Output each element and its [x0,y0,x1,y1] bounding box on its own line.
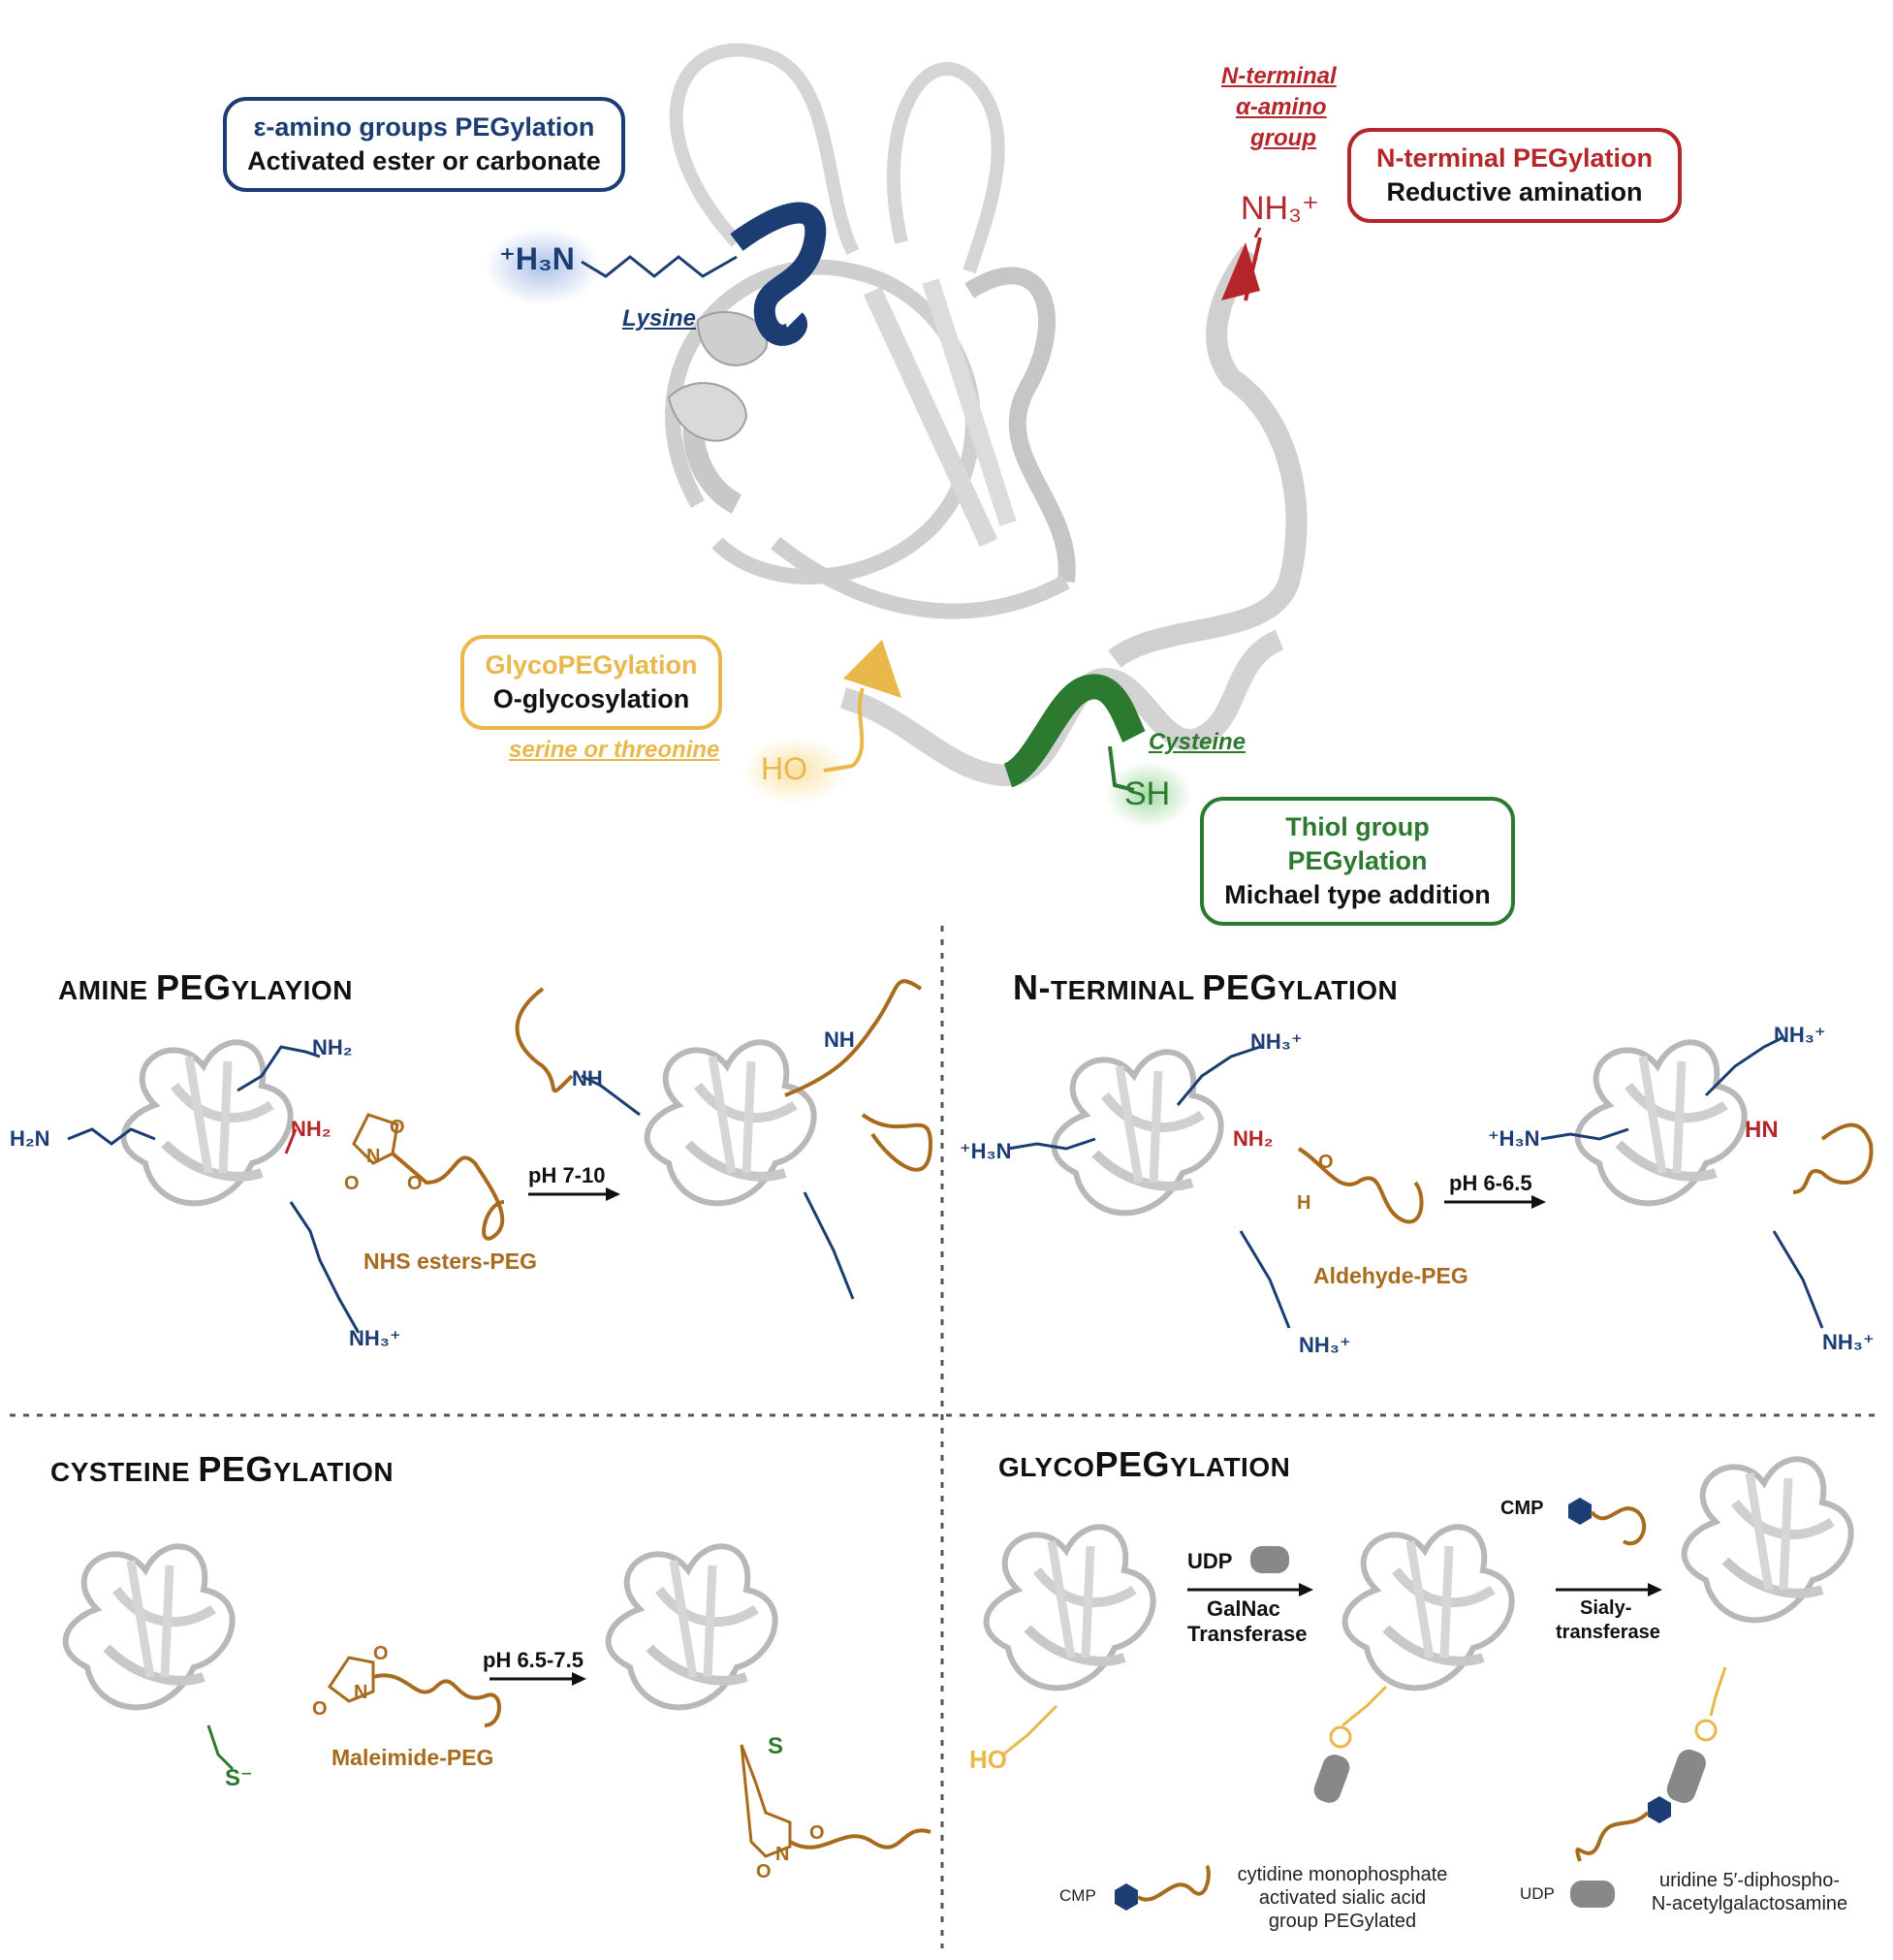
nterm-group-h: ⁺H₃N [1488,1126,1540,1151]
nterm-group-c: NH₂ [1233,1126,1274,1151]
cys-group-c: N [354,1682,368,1703]
nterm-group-b: ⁺H₃N [960,1139,1012,1163]
nterm-reagent: Aldehyde-PEG [1313,1263,1468,1288]
nterm-title: N-TERMINAL PEGYLATION [1013,967,1399,1007]
glyco-title: GLYCOPEGYLATION [998,1444,1291,1484]
nterm-group-j: NH₃⁺ [1822,1330,1875,1354]
amine-reagent: NHS esters-PEG [363,1249,537,1274]
panel-glyco-art [987,1459,1851,1911]
amine-group-i: N [366,1146,381,1167]
amine-group-g: O [390,1117,405,1138]
cmp-hexagon-icon [1115,1883,1138,1911]
cys-group-h: O [756,1861,772,1882]
amine-group-c: NH₂ [291,1117,331,1141]
cys-group-f: N [775,1844,790,1865]
nterm-condition: pH 6-6.5 [1449,1171,1532,1195]
cys-title: CYSTEINE PEGYLATION [50,1449,394,1489]
amine-group-a: NH₂ [312,1035,353,1059]
legend-udp-text: uridine 5′-diphospho- N-acetylgalactosam… [1651,1870,1848,1914]
nterm-group-f: O [1318,1152,1334,1173]
amine-group-d: NH₃⁺ [349,1326,401,1350]
amine-group-f: NH [824,1027,855,1052]
nterm-group-a: NH₃⁺ [1250,1029,1303,1054]
cys-group-d: O [373,1643,389,1664]
nterm-label-1: N-terminal [1221,63,1337,89]
amine-group-h: O [344,1173,360,1194]
nterm-box: N-terminal PEGylation Reductive aminatio… [1347,128,1682,224]
glyco-step2-enzyme-2: transferase [1556,1622,1660,1643]
glyco-group-a: HO [969,1745,1007,1774]
nterm-group-d: NH₃⁺ [1299,1333,1351,1357]
cys-box: Thiol group PEGylation Michael type addi… [1200,797,1515,927]
glyco-box: GlycoPEGylation O-glycosylation [460,635,722,731]
amine-title: AMINE PEGYLAYION [58,967,353,1007]
cys-group: SH [1124,775,1171,812]
legend-udp-label: UDP [1520,1884,1555,1903]
protein-ribbon-main [665,43,1308,788]
cys-label: Cysteine [1149,729,1246,755]
legend-cmp-label: CMP [1059,1886,1096,1905]
panel-cys-art [66,1546,931,1858]
nterm-label-3: group [1250,125,1316,151]
cys-group-a: S⁻ [225,1765,253,1791]
lysine-box: ε-amino groups PEGylation Activated este… [223,97,625,193]
udp-shape-icon [1570,1881,1615,1908]
glyco-step1-reagent: UDP [1187,1549,1233,1573]
glyco-step2-enzyme-1: Sialy- [1580,1597,1632,1619]
legend-cmp-text: cytidine monophosphate activated sialic … [1237,1864,1448,1932]
amine-group-e: NH [572,1066,603,1091]
glyco-label: serine or threonine [509,737,720,763]
glyco-step2-reagent: CMP [1500,1498,1544,1519]
panel-amine-art [67,979,933,1334]
cys-reagent: Maleimide-PEG [331,1745,494,1770]
cys-group-e: O [312,1698,328,1720]
nterm-label-2: α-amino [1236,94,1327,120]
nterm-group: NH₃⁺ [1241,190,1319,227]
amine-group-j: O [407,1173,423,1194]
glyco-group: HO [761,751,807,786]
nterm-group-i: HN [1745,1117,1779,1143]
glyco-step1-enzyme-2: Transferase [1187,1622,1308,1646]
nterm-group-g: NH₃⁺ [1774,1023,1826,1047]
amine-group-b: H₂N [10,1126,50,1151]
cys-group-g: O [809,1822,825,1844]
amine-condition: pH 7-10 [528,1163,606,1187]
cys-condition: pH 6.5-7.5 [483,1648,584,1672]
cys-group-b: S [768,1733,784,1759]
lysine-group: ⁺H₃N [499,241,575,276]
glyco-step1-enzyme-1: GalNac [1207,1596,1280,1621]
lysine-label: Lysine [622,305,697,332]
nterm-group-e: H [1297,1192,1311,1214]
panel-nterm-art [1007,1035,1874,1329]
